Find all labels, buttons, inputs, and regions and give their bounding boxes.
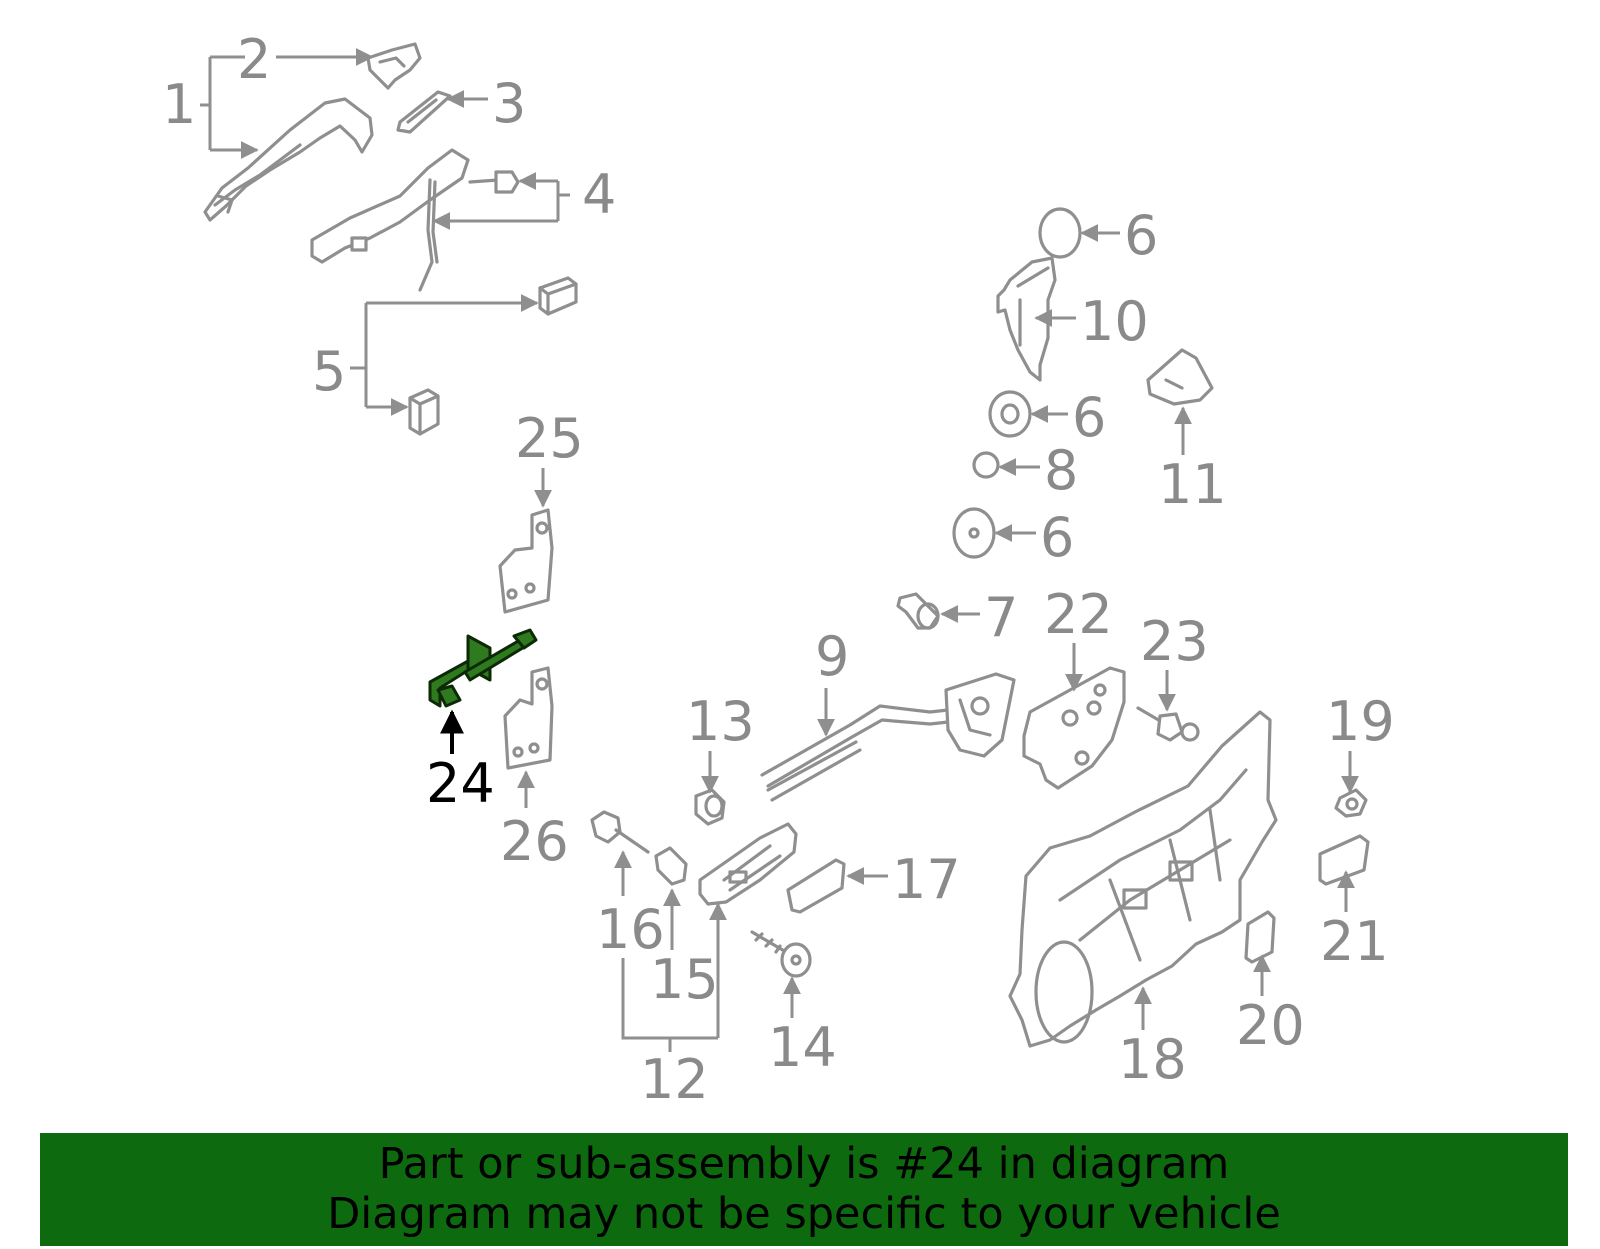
label-25-text: 25	[515, 407, 584, 470]
handle-cap-part	[366, 42, 422, 90]
label-6b-text: 6	[1072, 386, 1106, 449]
upper-hinge-part	[498, 508, 554, 614]
label-1: 1	[162, 55, 259, 159]
spacer-block-part	[408, 276, 578, 436]
label-25: 25	[515, 407, 584, 508]
grommet-mid-part	[988, 390, 1032, 438]
label-4: 4	[432, 163, 616, 230]
label-15-text: 15	[650, 948, 719, 1011]
door-check-part-highlighted	[428, 628, 538, 708]
label-10: 10	[1034, 290, 1149, 353]
label-3-text: 3	[492, 72, 526, 135]
banner-line-disclaimer: Diagram may not be specific to your vehi…	[327, 1189, 1281, 1239]
label-6a-text: 6	[1124, 204, 1158, 267]
pad-17-part	[786, 858, 846, 914]
label-18: 18	[1118, 986, 1187, 1091]
label-6-top: 6	[1080, 204, 1158, 267]
label-2-text: 2	[237, 28, 271, 91]
grommet-top-part	[1038, 207, 1082, 259]
label-23-text: 23	[1140, 610, 1209, 673]
label-21: 21	[1320, 870, 1389, 973]
screw-14-part	[750, 930, 812, 978]
label-19: 19	[1326, 690, 1395, 794]
bracket-10-part	[996, 256, 1057, 382]
bolt-16-part	[590, 810, 650, 854]
grommet-low-part	[952, 507, 996, 559]
label-6-mid: 6	[1030, 386, 1106, 449]
handle-frame-part	[310, 148, 470, 292]
pad-21-part	[1318, 834, 1370, 886]
clip-11-part	[1146, 348, 1214, 406]
label-13-text: 13	[686, 690, 755, 753]
label-5-text: 5	[312, 340, 346, 403]
label-11: 11	[1158, 406, 1227, 516]
label-3: 3	[446, 72, 526, 135]
label-1-text: 1	[162, 73, 196, 136]
label-18-text: 18	[1118, 1028, 1187, 1091]
parts-diagram: 1 2 3 4 5	[162, 28, 1395, 1111]
label-20: 20	[1236, 954, 1305, 1057]
clip-15-part	[654, 846, 688, 886]
frame-screw-part	[468, 170, 520, 194]
label-7: 7	[940, 586, 1018, 649]
label-12: 12	[621, 902, 727, 1111]
clip-19-part	[1334, 788, 1368, 818]
label-26: 26	[500, 770, 569, 873]
label-22-text: 22	[1044, 583, 1113, 646]
label-15: 15	[650, 888, 719, 1011]
window-regulator-panel-18-part	[1008, 710, 1278, 1048]
label-12-text: 12	[640, 1048, 709, 1111]
lower-hinge-part	[503, 666, 554, 770]
label-9-text: 9	[815, 625, 849, 688]
label-17-text: 17	[892, 848, 961, 911]
info-banner: Part or sub-assembly is #24 in diagram D…	[40, 1133, 1568, 1246]
label-6-low: 6	[994, 506, 1074, 569]
label-24-highlighted: 24	[426, 709, 495, 815]
label-8-text: 8	[1044, 439, 1078, 502]
label-24-text: 24	[426, 752, 495, 815]
label-19-text: 19	[1326, 690, 1395, 753]
label-6c-text: 6	[1040, 506, 1074, 569]
label-9: 9	[815, 625, 849, 737]
label-21-text: 21	[1320, 910, 1389, 973]
banner-line-part-number: Part or sub-assembly is #24 in diagram	[378, 1139, 1230, 1189]
plug-8-part	[972, 451, 1000, 479]
lock-module-22-part	[1022, 666, 1126, 790]
nut-13-part	[694, 788, 726, 826]
label-13: 13	[686, 690, 755, 794]
label-14: 14	[768, 976, 837, 1079]
label-17: 17	[846, 848, 961, 911]
label-16: 16	[596, 850, 665, 961]
screw-23-part	[1136, 706, 1200, 742]
bumper-7-part	[896, 592, 940, 630]
label-10-text: 10	[1080, 290, 1149, 353]
label-2: 2	[237, 28, 374, 91]
label-23: 23	[1140, 610, 1209, 712]
latch-rods-part	[760, 672, 1016, 802]
label-7-text: 7	[984, 586, 1018, 649]
handle-pad-part	[396, 90, 452, 134]
label-4-text: 4	[582, 163, 616, 226]
label-11-text: 11	[1158, 453, 1227, 516]
label-8: 8	[998, 439, 1078, 502]
inner-handle-12-part	[698, 822, 798, 906]
label-16-text: 16	[596, 898, 665, 961]
label-14-text: 14	[768, 1016, 837, 1079]
outer-door-handle-part	[203, 97, 374, 222]
label-5: 5	[312, 294, 539, 416]
pad-20-part	[1244, 910, 1276, 964]
label-22: 22	[1044, 583, 1113, 692]
label-26-text: 26	[500, 810, 569, 873]
label-20-text: 20	[1236, 994, 1305, 1057]
